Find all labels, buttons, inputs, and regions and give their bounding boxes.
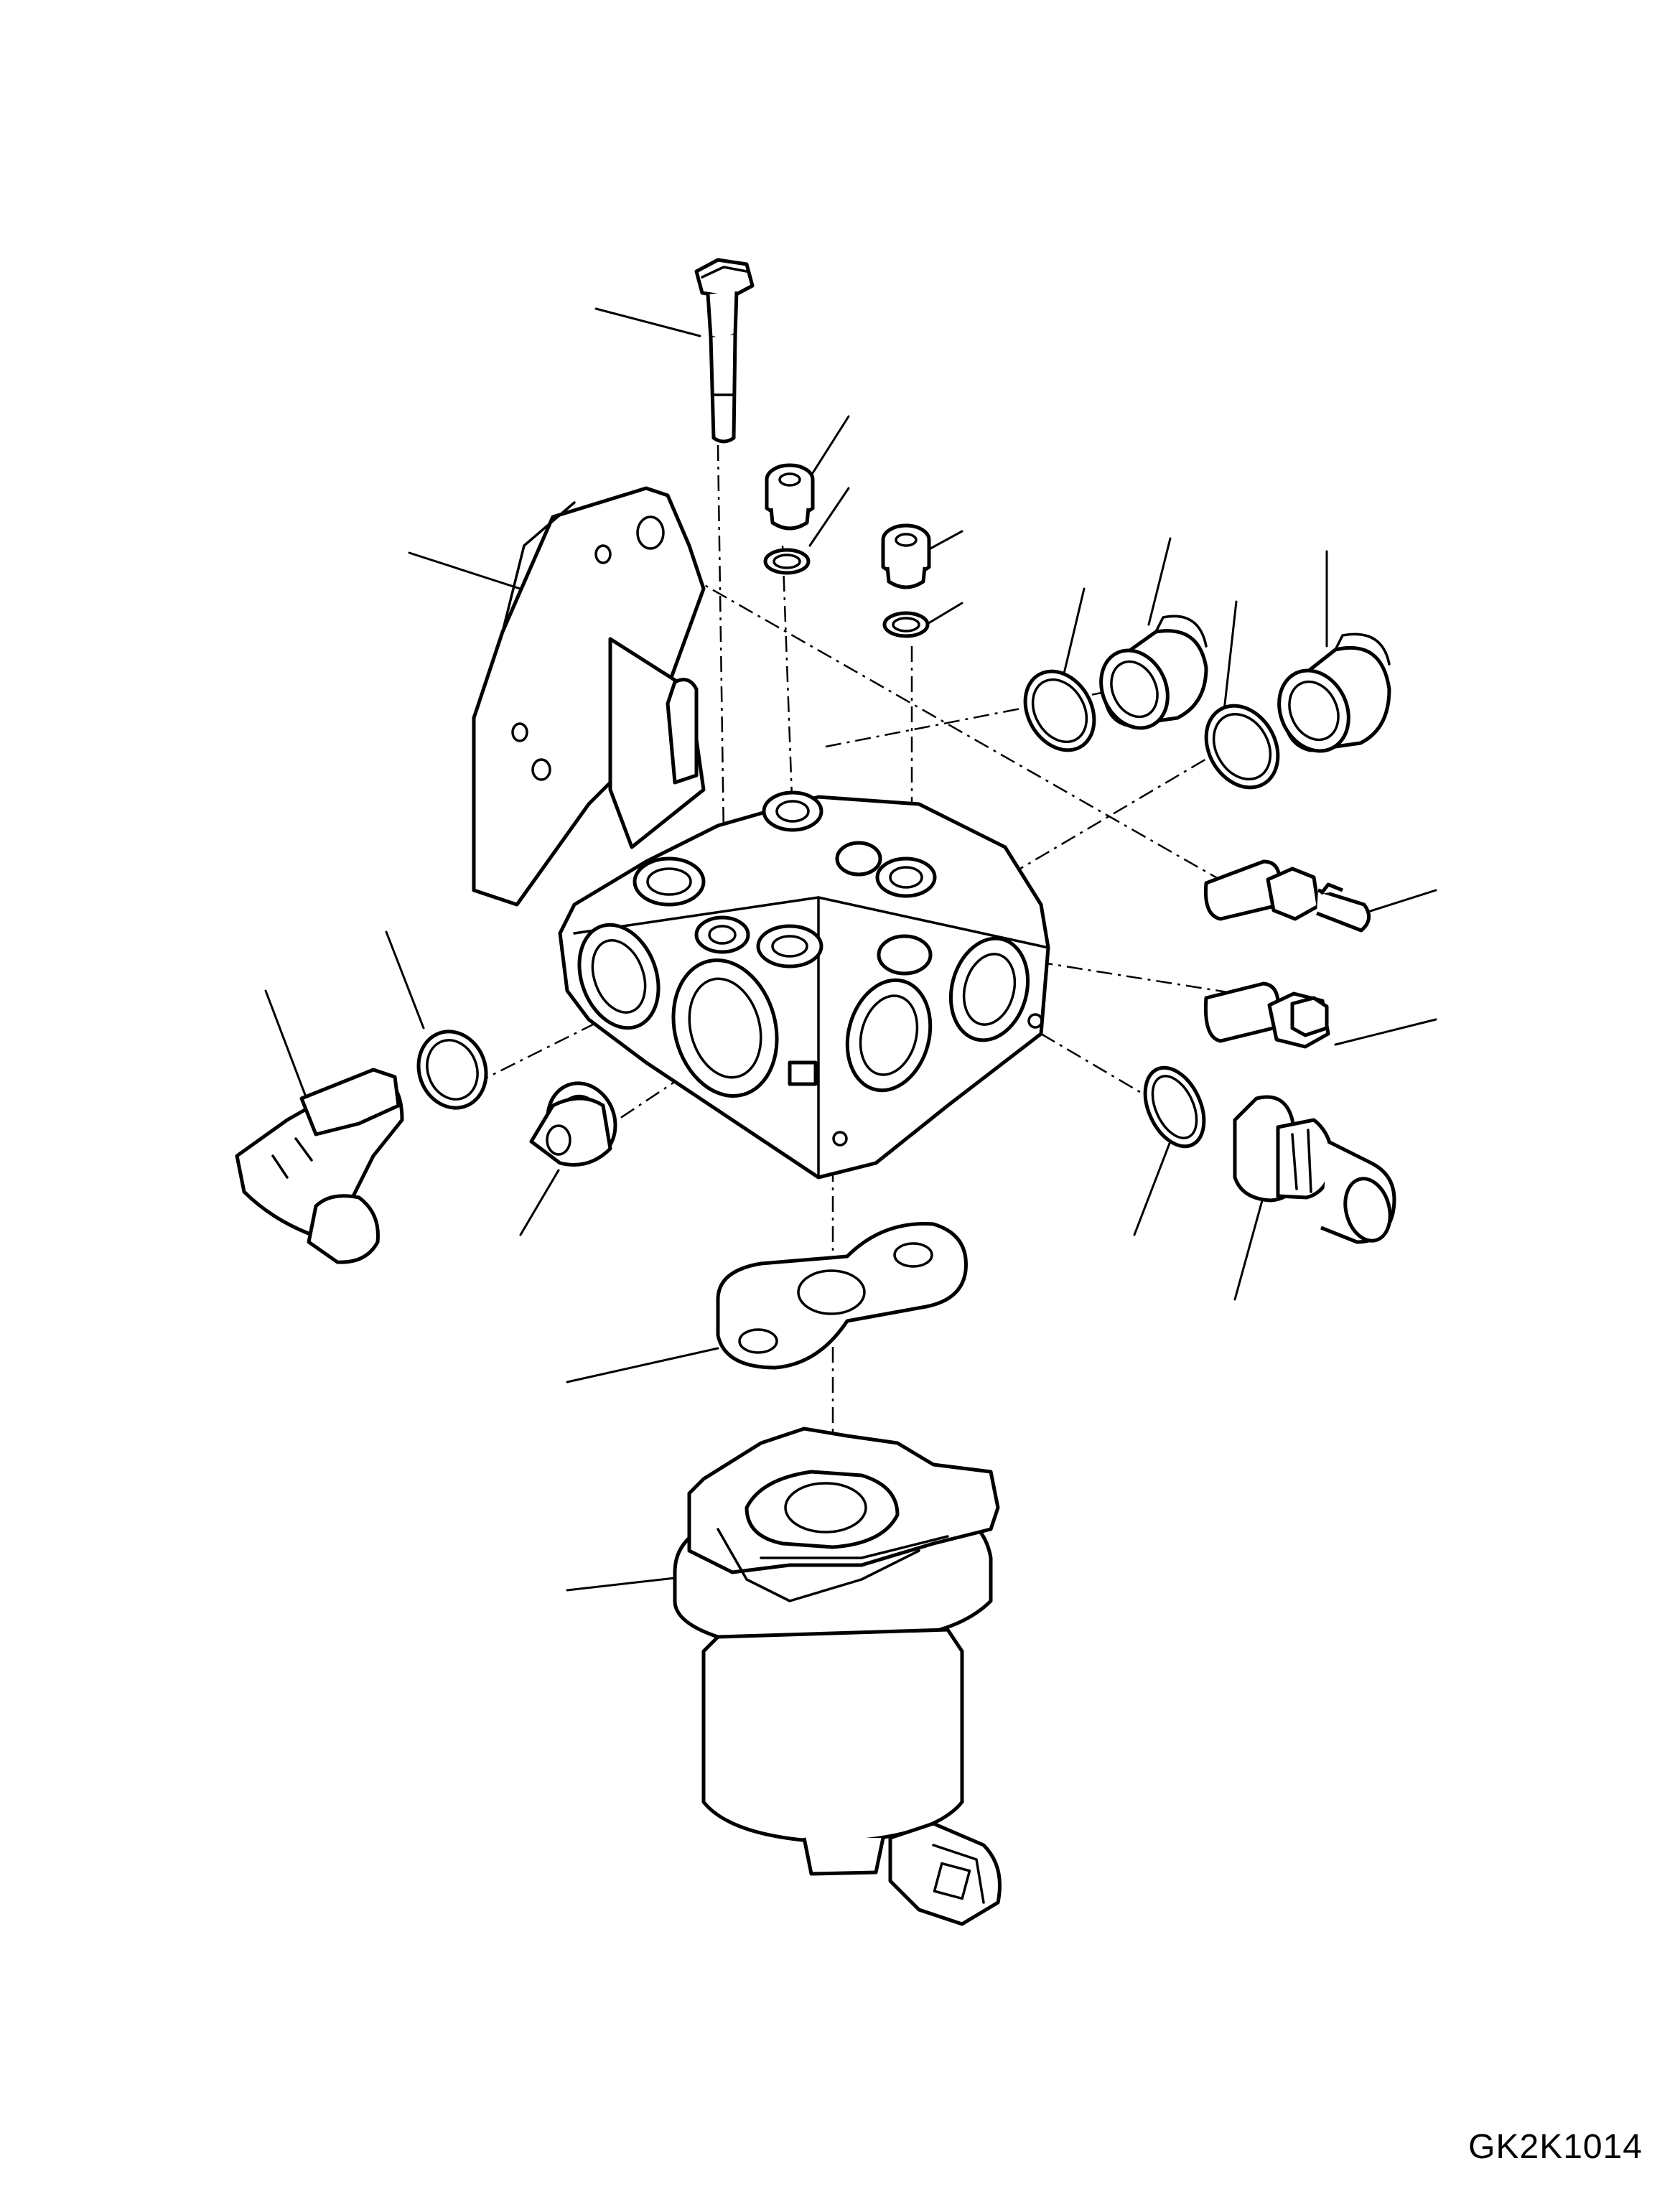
leader-o-ring-1 — [1060, 587, 1086, 687]
leader-stud-bolt — [1355, 889, 1437, 917]
drawing-code-label: GK2K1014 — [1468, 2128, 1643, 2166]
bolt-icon — [694, 258, 755, 444]
hex-plug-icon — [1203, 981, 1330, 1049]
leader-orifice-plug — [519, 1169, 560, 1236]
leader-bracket — [408, 551, 533, 594]
connector-icon — [1233, 1095, 1396, 1244]
leader-hex-plug — [1334, 1018, 1437, 1046]
o-ring-2-icon — [1204, 704, 1280, 790]
valve-body-icon — [558, 790, 1050, 1180]
solenoid-icon — [673, 1427, 1002, 1926]
plug-large-1-icon — [1099, 615, 1208, 730]
bracket-icon — [472, 486, 805, 914]
leader-solenoid — [566, 1577, 676, 1592]
orifice-plug-icon — [529, 1081, 617, 1167]
leader-plug-small-1 — [810, 415, 850, 477]
plug-small-2-icon — [881, 523, 931, 589]
leader-o-ring-4 — [1133, 1140, 1172, 1236]
washer-small-1-icon — [763, 548, 811, 575]
plug-large-2-icon — [1277, 632, 1391, 753]
leader-plug-large-1 — [1147, 537, 1172, 626]
o-ring-1-icon — [1023, 669, 1096, 752]
leader-straight-connector — [1233, 1194, 1265, 1301]
leader-washer-small-2 — [925, 602, 963, 626]
leader-o-ring-3 — [385, 930, 425, 1030]
leader-bolt — [594, 307, 701, 337]
stud-icon — [1203, 859, 1371, 933]
washer-small-2-icon — [882, 611, 930, 638]
plug-small-1-icon — [765, 463, 815, 531]
leader-o-ring-2 — [1223, 600, 1238, 712]
gasket-icon — [716, 1222, 968, 1370]
elbow-fitting-icon — [235, 1068, 404, 1264]
o-ring-3-icon — [416, 1030, 488, 1110]
o-ring-4-icon — [1143, 1065, 1206, 1149]
leader-washer-small-1 — [808, 487, 850, 547]
leader-elbow-fitting — [264, 989, 307, 1096]
leader-gasket — [566, 1347, 719, 1383]
